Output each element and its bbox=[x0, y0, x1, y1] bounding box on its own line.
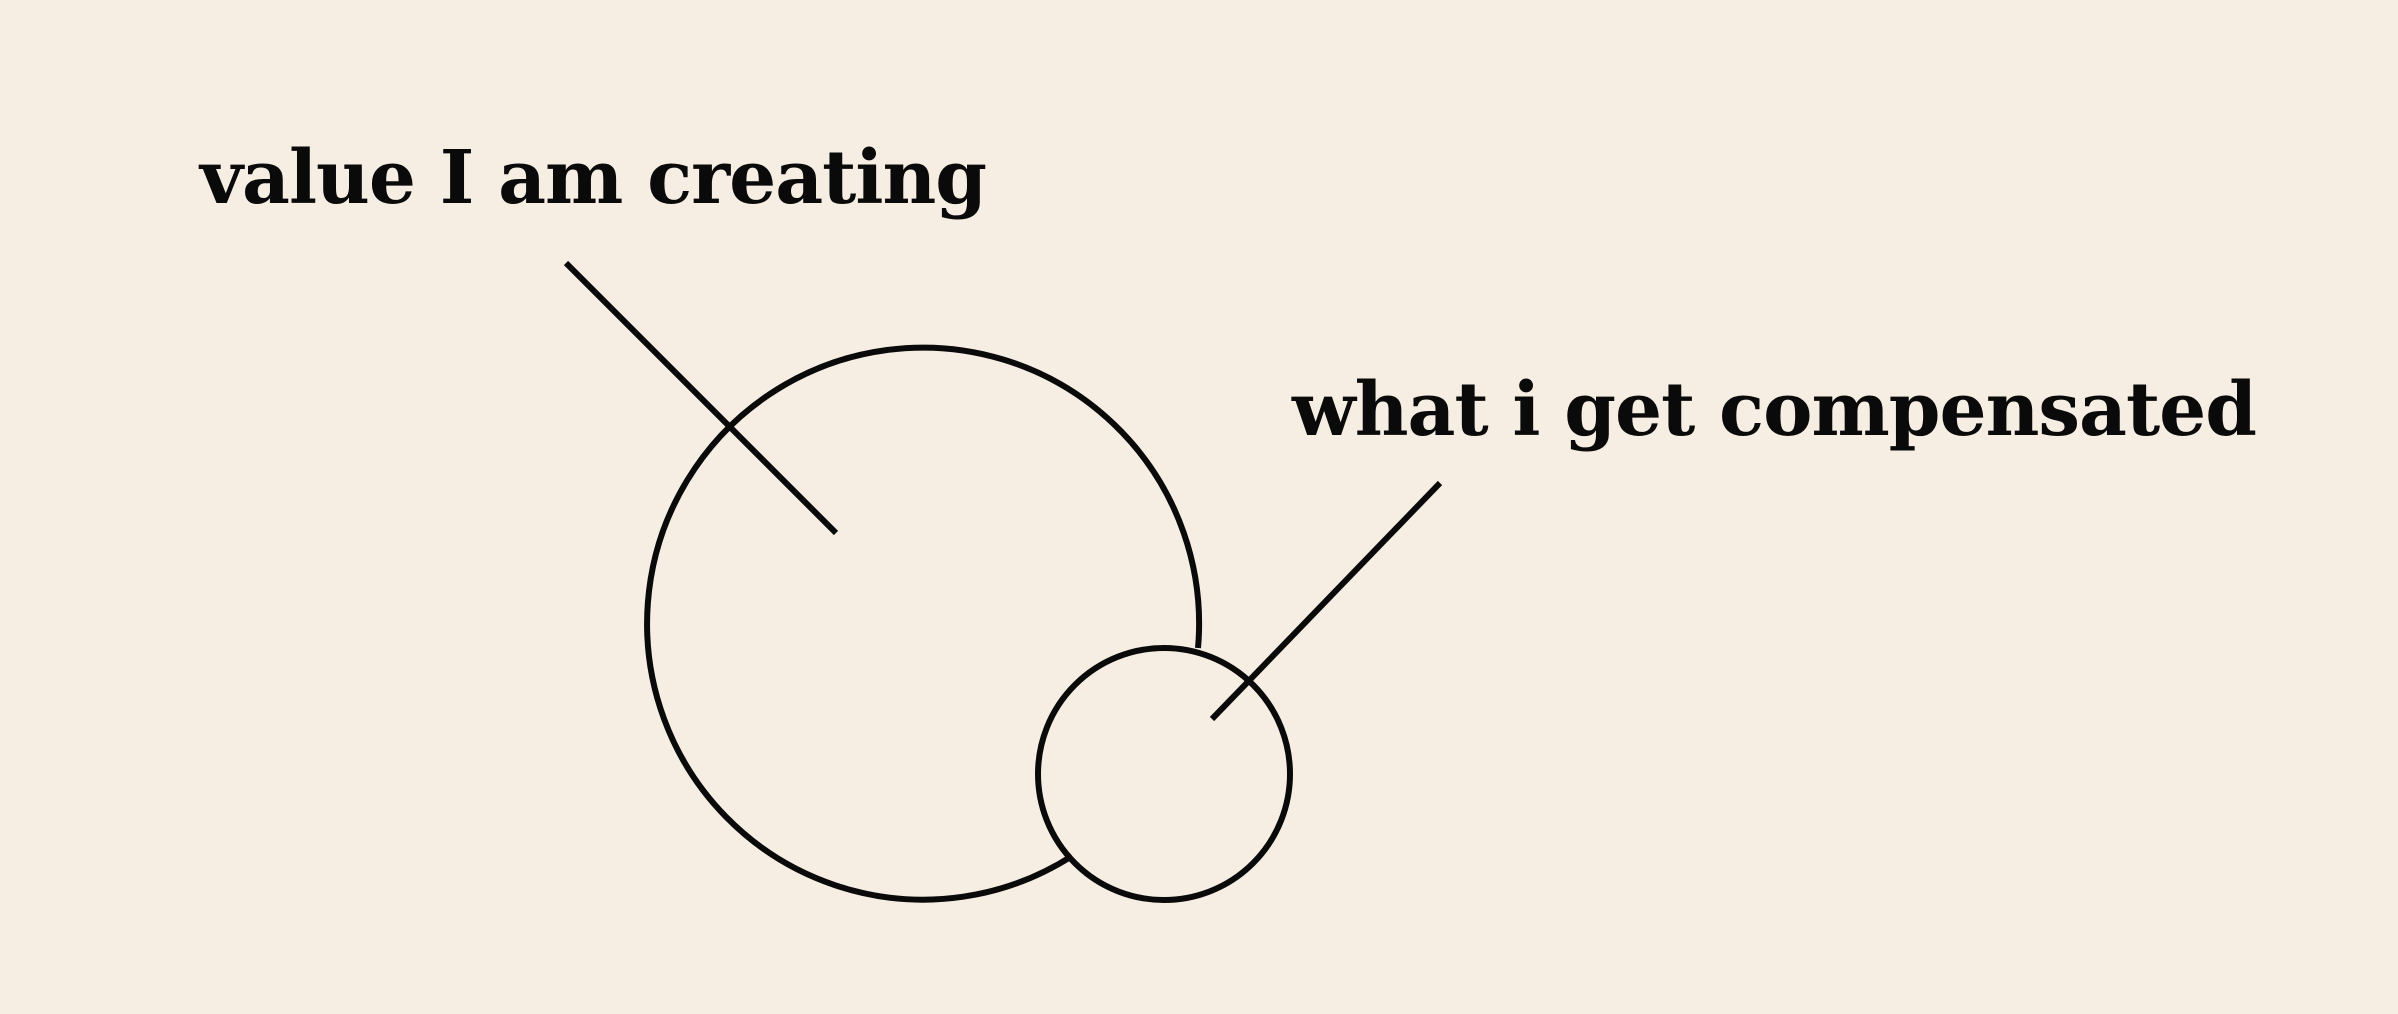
label-compensation: what i get compensated bbox=[1291, 367, 2256, 453]
pointer-line-compensation bbox=[1209, 480, 1443, 722]
pointer-line-value-created bbox=[563, 260, 839, 536]
large-circle-value bbox=[644, 344, 1203, 903]
label-value-created: value I am creating bbox=[198, 135, 986, 221]
small-circle-compensation bbox=[1035, 645, 1293, 903]
